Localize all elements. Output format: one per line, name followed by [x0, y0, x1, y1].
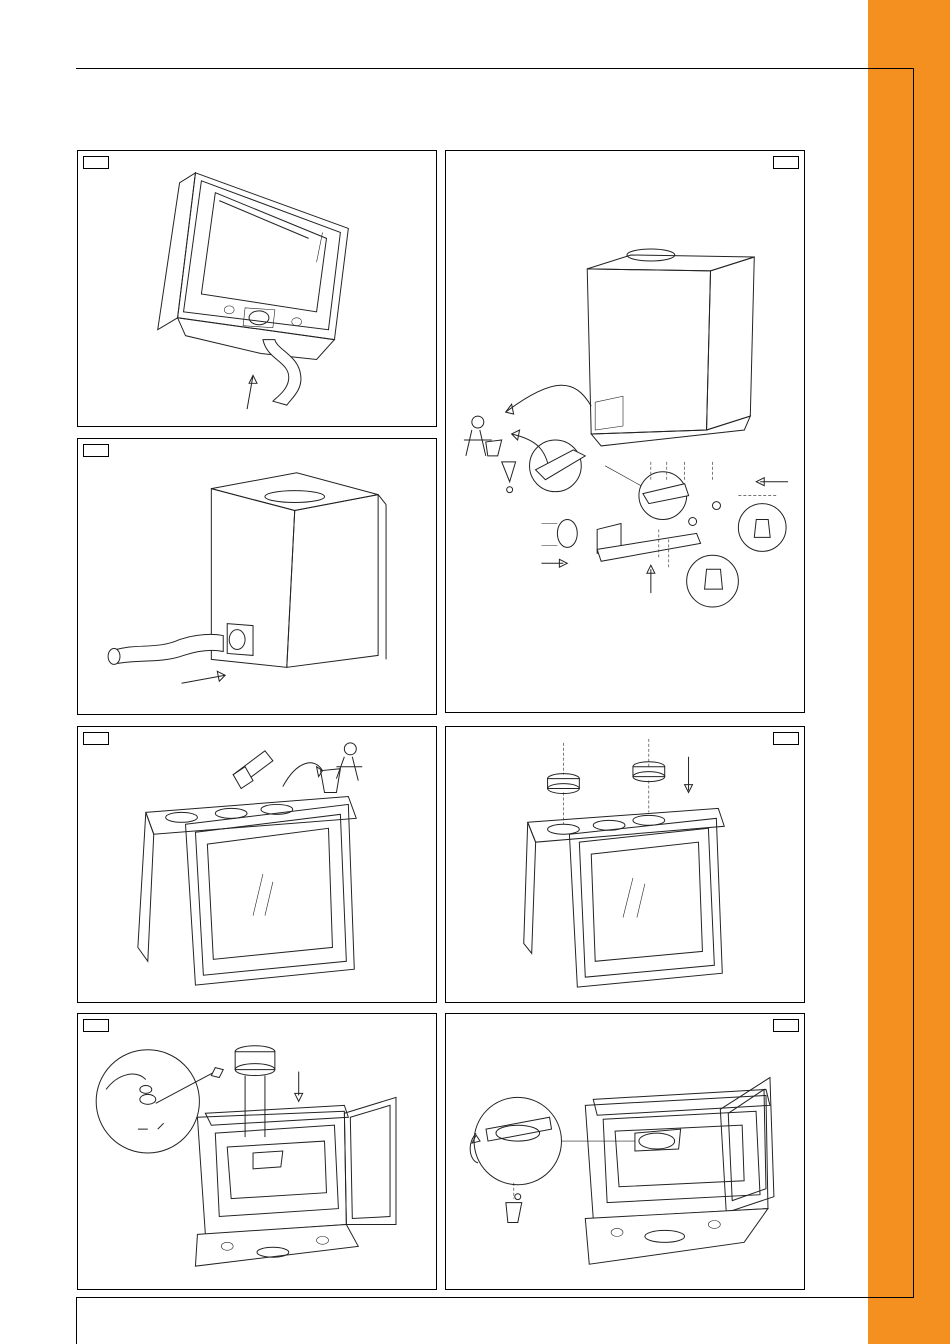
page-frame-right [913, 68, 914, 1297]
footer-left-rule [76, 1297, 77, 1344]
stove-top-collars-icon [446, 727, 804, 1002]
panel-top-collars [445, 726, 805, 1003]
panel-side-duct [77, 438, 437, 715]
stove-deflector-removal-icon [78, 1014, 436, 1289]
header-rule [76, 68, 914, 69]
stove-hammer-knockout-icon [78, 727, 436, 1002]
panel-baffle-removal [445, 1013, 805, 1290]
stove-baffle-removal-icon [446, 1014, 804, 1289]
orange-side-tab [868, 0, 950, 1297]
panel-collar-detail [77, 1013, 437, 1290]
stove-collar-detail-icon [446, 151, 804, 712]
footer-rule [76, 1297, 914, 1298]
panel-hammer-knockout [77, 726, 437, 1003]
stove-tilted-duct-icon [78, 151, 436, 426]
panel-deflector-assembly [445, 150, 805, 713]
orange-side-tab-bottom [868, 1297, 950, 1344]
stove-side-duct-icon [78, 439, 436, 714]
panel-tilted-stove [77, 150, 437, 427]
